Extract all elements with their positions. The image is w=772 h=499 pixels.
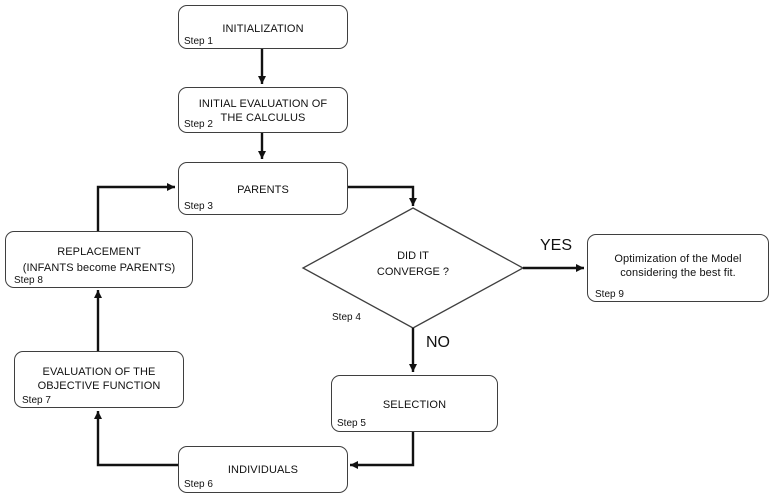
step5-label: Step 5 — [337, 418, 366, 429]
step7-title-line1: EVALUATION OF THE — [42, 366, 156, 378]
step6-label: Step 6 — [184, 479, 213, 490]
step3-title: PARENTS — [237, 184, 289, 196]
step2-title-line1: INITIAL EVALUATION OF — [198, 98, 328, 110]
step9-label: Step 9 — [595, 289, 624, 300]
step7-objective-evaluation-box: EVALUATION OF THE OBJECTIVE FUNCTION Ste… — [14, 351, 184, 408]
step3-parents-box: PARENTS Step 3 — [178, 162, 348, 215]
no-label: NO — [426, 334, 450, 351]
connector-step6-to-step7 — [94, 411, 178, 467]
step1-initialization-box: INITIALIZATION Step 1 — [178, 5, 348, 49]
step1-label: Step 1 — [184, 36, 213, 47]
step2-title-line2: THE CALCULUS — [220, 112, 306, 124]
step7-title-line2: OBJECTIVE FUNCTION — [37, 380, 161, 392]
step3-label: Step 3 — [184, 201, 213, 212]
step9-optimization-box: Optimization of the Model considering th… — [587, 234, 769, 302]
step5-title: SELECTION — [382, 399, 447, 411]
step4-label: Step 4 — [332, 312, 361, 323]
step6-title: INDIVIDUALS — [227, 464, 299, 476]
step4-question-line1: DID IT — [397, 250, 429, 262]
step6-individuals-box: INDIVIDUALS Step 6 — [178, 446, 348, 493]
step8-replacement-box: REPLACEMENT (INFANTS become PARENTS) Ste… — [5, 231, 193, 288]
step8-label: Step 8 — [14, 275, 43, 286]
connector-step8-to-step3 — [96, 183, 175, 231]
step2-initial-evaluation-box: INITIAL EVALUATION OF THE CALCULUS Step … — [178, 87, 348, 133]
step5-selection-box: SELECTION Step 5 — [331, 375, 498, 432]
step4-question-line2: CONVERGE ? — [376, 266, 450, 278]
step8-title-line1: REPLACEMENT — [57, 246, 141, 258]
step9-title-line2: considering the best fit. — [620, 267, 736, 279]
step2-label: Step 2 — [184, 119, 213, 130]
step1-title: INITIALIZATION — [222, 23, 304, 35]
connector-step3-to-step4 — [347, 185, 417, 206]
yes-label: YES — [540, 237, 573, 254]
step7-label: Step 7 — [22, 395, 51, 406]
step9-title-line1: Optimization of the Model — [614, 253, 742, 265]
connector-step5-to-step6 — [350, 432, 415, 469]
step8-title-line2: (INFANTS become PARENTS) — [22, 262, 176, 274]
